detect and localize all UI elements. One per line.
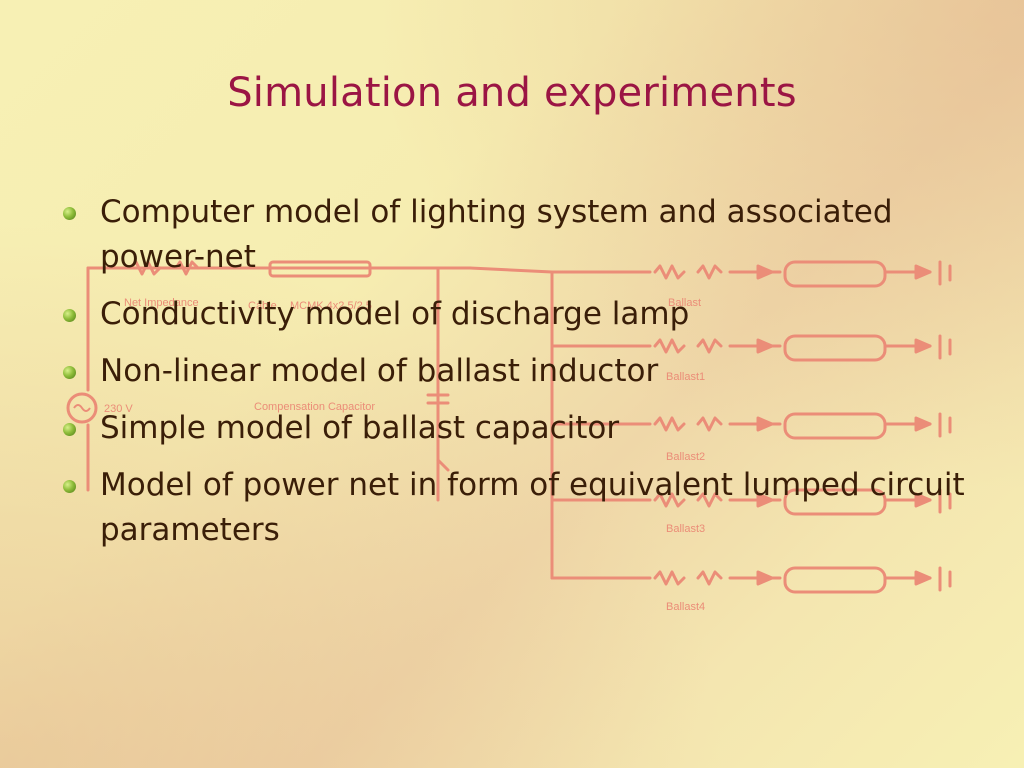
bullet-item: Conductivity model of discharge lamp (60, 292, 990, 337)
bullet-item: Computer model of lighting system and as… (60, 190, 990, 280)
bullet-icon (63, 423, 76, 436)
bullet-text: Model of power net in form of equivalent… (100, 467, 965, 548)
bullet-item: Model of power net in form of equivalent… (60, 463, 990, 553)
bullet-item: Non-linear model of ballast inductor (60, 349, 990, 394)
ballast-label-4: Ballast4 (666, 601, 705, 613)
slide-title: Simulation and experiments (227, 70, 797, 116)
bullet-icon (63, 309, 76, 322)
bullet-item: Simple model of ballast capacitor (60, 406, 990, 451)
bullet-text: Conductivity model of discharge lamp (100, 296, 690, 332)
bullet-text: Simple model of ballast capacitor (100, 410, 620, 446)
bullet-icon (63, 207, 76, 220)
bullet-icon (63, 480, 76, 493)
bullet-text: Non-linear model of ballast inductor (100, 353, 659, 389)
bullet-text: Computer model of lighting system and as… (100, 194, 893, 275)
bullet-list: Computer model of lighting system and as… (60, 190, 990, 565)
bullet-icon (63, 366, 76, 379)
